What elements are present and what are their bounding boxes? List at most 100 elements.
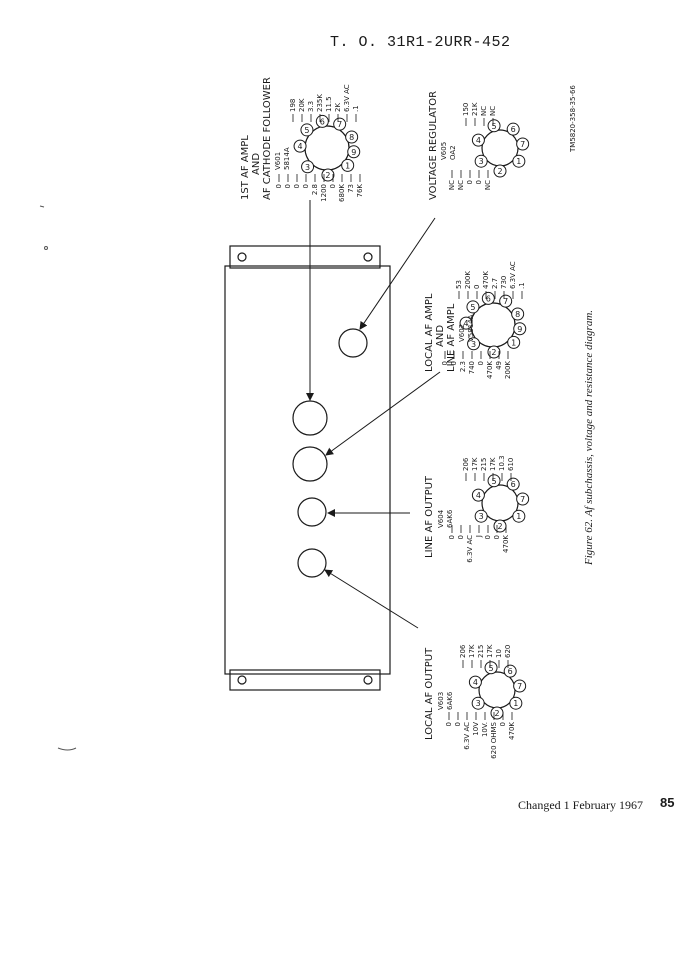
- tube-type: OA2: [449, 145, 457, 160]
- pin-circle: [474, 509, 488, 523]
- voltage-label: 17K: [486, 644, 494, 658]
- pin-number: 3: [305, 163, 310, 172]
- voltage-label: 53: [455, 280, 463, 289]
- voltage-label: 6.3V AC: [509, 261, 517, 289]
- resistance-label: 620 OHMS: [490, 721, 498, 758]
- label-line: LINE AF OUTPUT: [424, 475, 435, 558]
- pin-number: 6: [486, 294, 491, 303]
- resistance-label: 0: [493, 535, 501, 539]
- pin-circle: [487, 474, 501, 488]
- resistance-label: 0: [329, 184, 337, 188]
- pin-circle: [513, 679, 527, 693]
- voltage-label: 17K: [468, 644, 476, 658]
- voltage-label: 215: [480, 458, 488, 471]
- tube-designator: V605: [440, 142, 448, 160]
- resistance-label: 680K: [338, 184, 346, 202]
- pin-number: 4: [476, 491, 481, 500]
- pin-circle: [321, 168, 335, 182]
- arrow-v602: [325, 371, 441, 456]
- voltage-label: 206: [462, 457, 470, 471]
- pin-number: 5: [470, 303, 475, 312]
- socket-v601: [292, 400, 328, 436]
- pin-circle: [506, 122, 520, 136]
- resistance-label: 0: [450, 361, 458, 365]
- resistance-label: 2.3: [459, 361, 467, 372]
- voltage-label: 200K: [464, 271, 472, 289]
- label-line: LOCAL AF OUTPUT: [424, 647, 435, 740]
- pin-number: 7: [503, 297, 508, 306]
- pin-circle: [484, 661, 498, 675]
- resistance-label: 0: [293, 184, 301, 188]
- pin-circle: [512, 154, 526, 168]
- pin-number: 1: [516, 157, 521, 166]
- pin-number: 4: [298, 142, 303, 151]
- resistance-label: 0: [457, 535, 465, 539]
- resistance-label: 1200: [320, 184, 328, 202]
- pin-circle: [333, 117, 347, 131]
- resistance-label: 0: [484, 535, 492, 539]
- pin-circle: [345, 130, 359, 144]
- voltage-label: 21K: [471, 102, 479, 116]
- pin-number: 7: [337, 120, 342, 129]
- pin-circle: [293, 139, 307, 153]
- voltage-label: 10.3: [498, 455, 506, 471]
- pin-circle: [301, 160, 315, 174]
- drawing-number: TM5820-358-35-66: [569, 85, 577, 153]
- page-number: 85: [660, 795, 675, 810]
- pin-number: 3: [476, 699, 481, 708]
- resistance-label: 0: [454, 722, 462, 726]
- voltage-label: 20K: [298, 98, 306, 112]
- resistance-label: 2.8: [311, 184, 319, 195]
- pin-circle: [513, 322, 527, 336]
- voltage-label: 206: [459, 644, 467, 658]
- voltage-label: .1: [352, 105, 360, 112]
- voltage-label: 17K: [489, 457, 497, 471]
- voltage-label: 610: [507, 458, 515, 471]
- pin-circle: [511, 307, 525, 321]
- pin-number: 1: [511, 338, 516, 347]
- pin-number: 6: [511, 125, 516, 134]
- tube-designator: V603: [437, 692, 445, 710]
- label-v602: LOCAL AF AMPL AND LINE AF AMPL V602 V581…: [424, 293, 475, 372]
- pin-circle: [506, 477, 520, 491]
- resistance-label: 0: [477, 361, 485, 365]
- pin-circle: [315, 114, 329, 128]
- voltage-label: 11.5: [325, 96, 333, 112]
- label-v604: LINE AF OUTPUT V604 6AK6: [424, 475, 454, 558]
- label-line: AND: [435, 325, 446, 347]
- scan-mark: [44, 246, 48, 250]
- resistance-label: 10V: [472, 722, 480, 736]
- label-line: VOLTAGE REGULATOR: [428, 91, 439, 200]
- voltage-label: 17K: [471, 457, 479, 471]
- pin-circle: [499, 294, 513, 308]
- resistance-label: NC: [457, 180, 465, 190]
- pin-circle: [503, 664, 517, 678]
- pin-number: 4: [464, 319, 469, 328]
- label-line: LOCAL AF AMPL: [424, 293, 435, 372]
- pin-number: 7: [517, 682, 522, 691]
- voltage-label: 235K: [316, 94, 324, 112]
- resistance-label: 470K: [508, 722, 516, 740]
- pin-number: 2: [491, 348, 496, 357]
- pin-circle: [347, 145, 361, 159]
- resistance-label: 76K: [356, 184, 364, 198]
- label-line: AF CATHODE FOLLOWER: [262, 77, 273, 200]
- pin-number: 3: [471, 340, 476, 349]
- label-v603: LOCAL AF OUTPUT V603 6AK6: [424, 647, 454, 740]
- pin-number: 6: [511, 480, 516, 489]
- voltage-label: .1: [518, 282, 526, 289]
- label-line: AND: [251, 153, 262, 175]
- tube-designator: V604: [437, 509, 445, 528]
- pin-number: 9: [517, 325, 522, 334]
- pin-circle: [300, 123, 314, 137]
- voltage-label: 3.3: [307, 101, 315, 112]
- pin-number: 7: [520, 140, 525, 149]
- socket-v603: [297, 548, 327, 578]
- resistance-label: 73: [347, 184, 355, 193]
- voltage-label: 6.3V AC: [343, 84, 351, 112]
- pin-number: 8: [349, 133, 354, 142]
- pin-circle: [487, 345, 501, 359]
- voltage-label: 150: [462, 103, 470, 116]
